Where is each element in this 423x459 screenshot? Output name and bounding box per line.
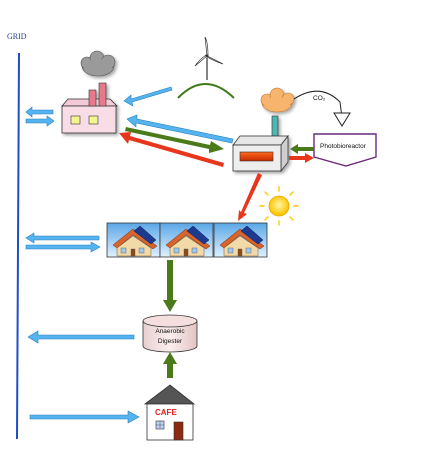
digester-label-line1: Anaerobic <box>155 328 185 335</box>
orange-cloud <box>260 87 295 113</box>
cloud-icon <box>80 50 116 77</box>
grid-cafe-arrow <box>29 410 140 424</box>
cafe-building: CAFE <box>143 384 196 441</box>
photobioreactor: Photobioreactor <box>313 133 377 167</box>
solar-house-2 <box>159 222 214 258</box>
plant-houses-red-arrow <box>238 173 262 221</box>
bioreactor-plant-green-arrow <box>290 144 314 154</box>
grid-label: GRID <box>7 32 27 41</box>
sun-icon <box>259 186 299 226</box>
solar-house-1 <box>106 222 161 258</box>
houses-digester-green-arrow <box>163 260 177 312</box>
turbine-factory-arrow <box>123 86 173 107</box>
factory-plant-green-arrow <box>125 127 224 153</box>
power-plant <box>232 115 289 173</box>
co2-label: CO₂ <box>313 95 326 102</box>
digester-cafe-green-arrow <box>163 352 177 378</box>
co2-arrow: CO₂ <box>293 90 351 127</box>
grid-line <box>16 52 20 440</box>
solar-houses <box>106 222 268 258</box>
photobioreactor-label: Photobioreactor <box>320 143 367 150</box>
factory-grid-arrows <box>25 106 55 127</box>
plant-factory-blue-arrow <box>126 114 234 144</box>
plant-bioreactor-red-arrow <box>289 153 314 163</box>
factory <box>61 82 118 134</box>
wind-turbine-icon <box>177 36 235 99</box>
plant-factory-red-arrow <box>119 132 224 167</box>
digester-grid-arrow <box>27 330 135 344</box>
solar-house-3 <box>213 222 268 258</box>
digester-label-line2: Digester <box>158 338 183 345</box>
cafe-label: CAFE <box>155 408 177 417</box>
anaerobic-digester: Anaerobic Digester <box>142 314 198 353</box>
houses-grid-arrows <box>25 232 101 253</box>
